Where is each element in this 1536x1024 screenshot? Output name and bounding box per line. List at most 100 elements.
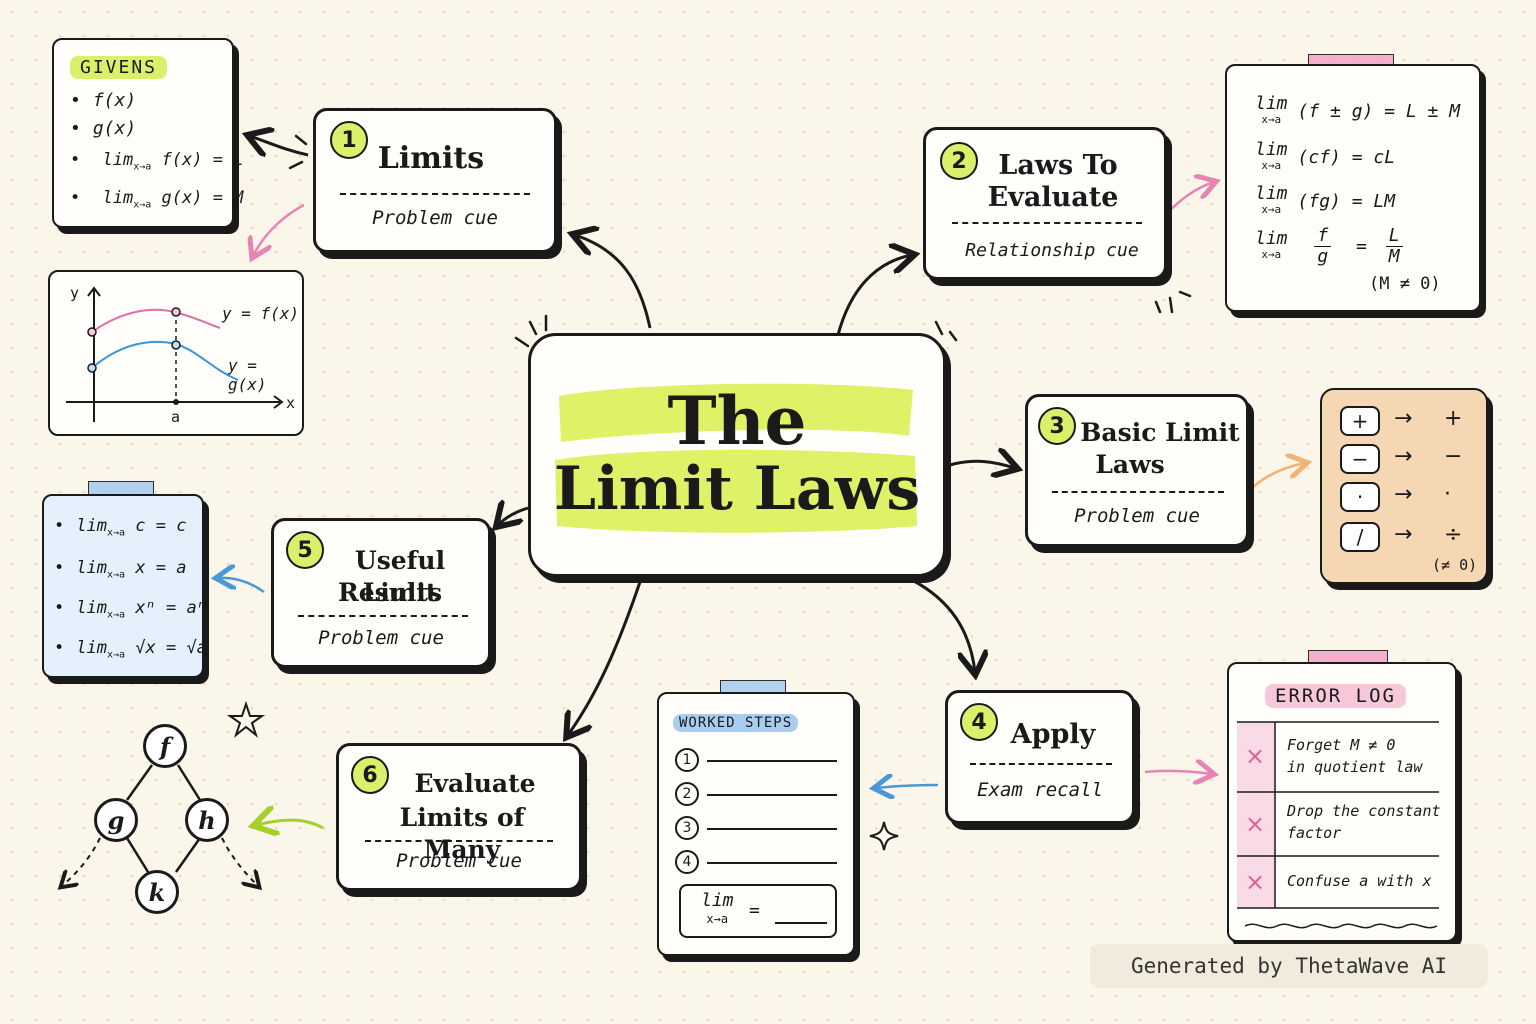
card-title-line1: Useful Limit bbox=[354, 546, 446, 607]
error-heading: ERROR LOG bbox=[1265, 684, 1406, 708]
lim-word: lim bbox=[1255, 93, 1288, 114]
lim-subscript: x→a bbox=[706, 912, 729, 926]
dot-box: · bbox=[1340, 482, 1380, 512]
card-cue: Exam recall bbox=[977, 779, 1103, 801]
operations-panel: + → + − → − · → · / → ÷ (≠ 0) bbox=[1320, 388, 1488, 584]
card-basic-limit-laws[interactable]: 3 Basic Limit Laws Problem cue bbox=[1025, 394, 1249, 547]
result-item: limx→a x = a bbox=[54, 558, 186, 580]
tree-node-f: f bbox=[143, 724, 187, 768]
center-highlight bbox=[555, 383, 917, 533]
arrow-icon: → bbox=[1394, 406, 1413, 431]
card-title-line2: Laws bbox=[1095, 450, 1165, 479]
answer-equals: = bbox=[749, 900, 760, 921]
lim-word: lim bbox=[701, 890, 734, 911]
givens-item: g(x) bbox=[70, 118, 136, 139]
law-expression: (f ± g) = L ± M bbox=[1297, 101, 1461, 122]
card-cue: Problem cue bbox=[318, 627, 444, 649]
lim-expression: f(x) = L bbox=[151, 150, 244, 170]
card-number-badge: 1 bbox=[330, 121, 368, 159]
lim-subscript: x→a bbox=[133, 199, 152, 211]
graph-f-label: y = f(x) bbox=[222, 304, 300, 323]
card-number-badge: 6 bbox=[351, 756, 389, 794]
givens-panel: GIVENS f(x) g(x) limx→a f(x) = L limx→a … bbox=[52, 38, 243, 228]
quotient-condition: (M ≠ 0) bbox=[1369, 274, 1441, 294]
tree-node-h: h bbox=[185, 798, 229, 842]
law-expression: (fg) = LM bbox=[1297, 191, 1396, 212]
op-result: ÷ bbox=[1444, 522, 1463, 547]
card-number-badge: 3 bbox=[1038, 407, 1076, 445]
step-number: 3 bbox=[675, 816, 699, 840]
card-number-badge: 5 bbox=[286, 531, 324, 569]
op-result: + bbox=[1444, 406, 1463, 431]
card-title-line2: Results bbox=[337, 578, 443, 607]
card-limits[interactable]: 1 Limits Problem cue bbox=[313, 108, 557, 253]
arrow-icon: → bbox=[1394, 444, 1413, 469]
card-cue: Relationship cue bbox=[965, 240, 1139, 261]
minus-box: − bbox=[1340, 444, 1380, 474]
card-useful-limit-results[interactable]: 5 Useful Limit Results Problem cue bbox=[271, 518, 491, 668]
graph-x-label: x bbox=[286, 394, 296, 412]
card-laws-to-evaluate[interactable]: 2 Laws To Evaluate Relationship cue bbox=[923, 127, 1167, 280]
graph-g-label: y = g(x) bbox=[228, 356, 267, 394]
arrow-icon: → bbox=[1394, 522, 1413, 547]
card-divider bbox=[340, 193, 530, 195]
card-title: Apply bbox=[1010, 719, 1096, 750]
lim-subscript: x→a bbox=[1261, 113, 1282, 126]
lim-expression: g(x) = M bbox=[151, 188, 244, 208]
card-cue: Problem cue bbox=[372, 207, 498, 229]
lim-subscript: x→a bbox=[1261, 203, 1282, 216]
answer-line bbox=[775, 922, 827, 924]
card-evaluate-limits-of-many[interactable]: 6 Evaluate Limits of Many Problem cue bbox=[336, 743, 582, 891]
center-title-line1: The bbox=[667, 382, 807, 460]
lim-word: lim bbox=[1255, 183, 1288, 204]
givens-lim-f: limx→a f(x) = L bbox=[70, 150, 244, 173]
result-item: limx→a √x = √a bbox=[54, 638, 207, 660]
center-card[interactable]: The Limit Laws bbox=[528, 333, 946, 577]
card-divider bbox=[970, 763, 1112, 765]
card-title: Limits bbox=[377, 141, 485, 176]
op-result: · bbox=[1444, 482, 1451, 507]
op-result: − bbox=[1444, 444, 1463, 469]
card-title-line1: Evaluate bbox=[414, 769, 536, 798]
quotient-num-right: L bbox=[1385, 226, 1403, 247]
step-line bbox=[707, 862, 837, 864]
lim-subscript: x→a bbox=[1261, 159, 1282, 172]
result-item: limx→a xⁿ = aⁿ bbox=[54, 598, 207, 620]
card-number-badge: 4 bbox=[960, 703, 998, 741]
lim-subscript: x→a bbox=[133, 161, 152, 173]
error-table-lines bbox=[1237, 721, 1439, 929]
graph-a-label: a bbox=[171, 408, 181, 426]
error-x-icon: × bbox=[1245, 868, 1266, 896]
arrow-icon: → bbox=[1394, 482, 1413, 507]
law-expression: (cf) = cL bbox=[1297, 147, 1396, 168]
card-cue: Problem cue bbox=[396, 850, 522, 872]
card-divider bbox=[952, 222, 1142, 224]
card-number-badge: 2 bbox=[940, 142, 978, 180]
step-number: 2 bbox=[675, 782, 699, 806]
card-cue: Problem cue bbox=[1074, 505, 1200, 527]
op-note: (≠ 0) bbox=[1432, 556, 1478, 574]
card-divider bbox=[365, 840, 553, 842]
card-title-line2: Limits of Many bbox=[399, 803, 525, 864]
lim-word: lim bbox=[102, 150, 134, 170]
card-title-line1: Laws To bbox=[998, 150, 1118, 181]
quotient-den-left: g bbox=[1317, 246, 1329, 267]
step-line bbox=[707, 828, 837, 830]
lim-subscript: x→a bbox=[1261, 247, 1282, 261]
givens-heading: GIVENS bbox=[70, 56, 168, 79]
quotient-num-left: f bbox=[1314, 226, 1332, 247]
worked-heading: WORKED STEPS bbox=[673, 714, 799, 732]
card-apply[interactable]: 4 Apply Exam recall bbox=[945, 690, 1135, 824]
error-item: Confuse a with x bbox=[1287, 872, 1432, 890]
step-line bbox=[707, 760, 837, 762]
